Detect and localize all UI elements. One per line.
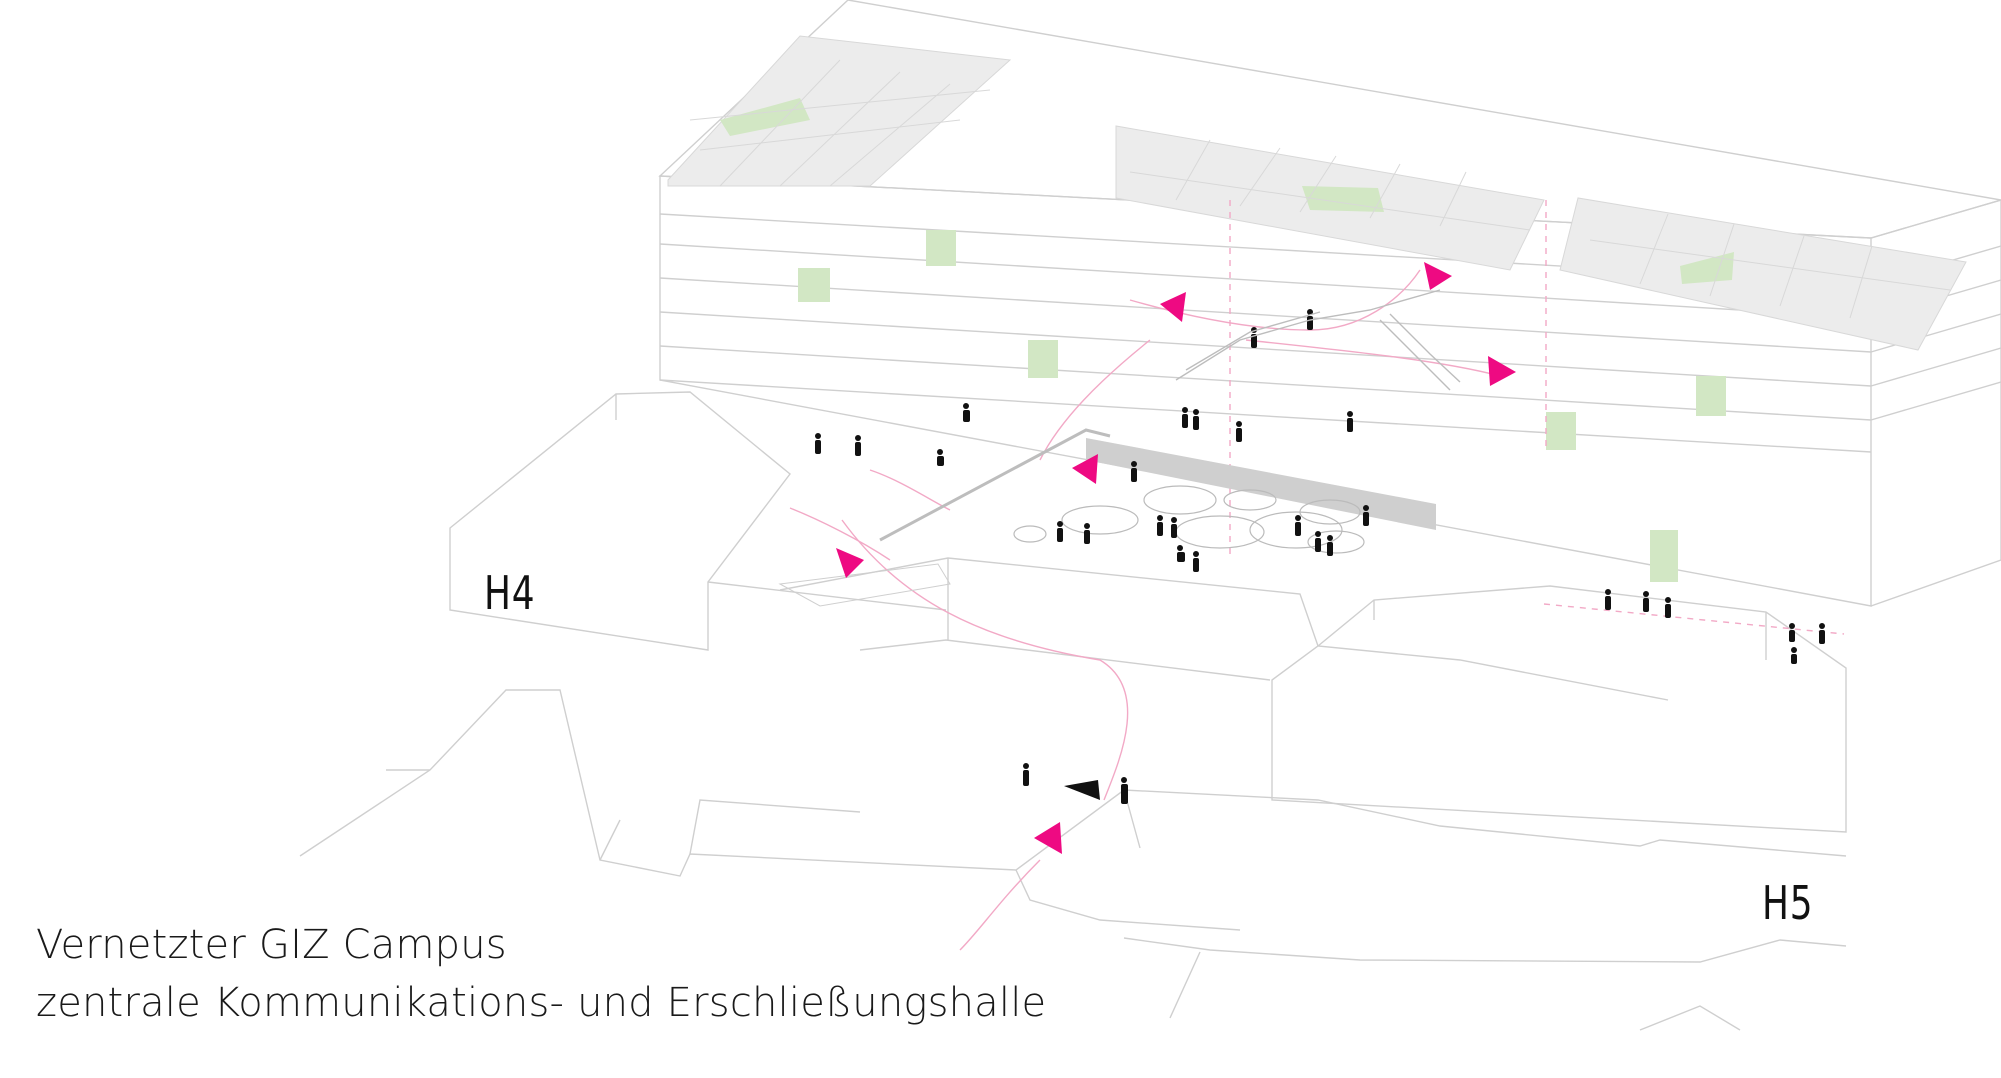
- caption-title: Vernetzter GIZ Campus: [36, 922, 507, 968]
- direction-arrow-icon: [1064, 780, 1100, 800]
- person-icon: [1193, 551, 1199, 572]
- person-icon: [1347, 411, 1353, 432]
- person-icon: [1789, 623, 1795, 642]
- people-figures: [815, 309, 1825, 804]
- person-icon: [1605, 589, 1611, 610]
- person-icon: [963, 403, 970, 422]
- direction-arrows: [836, 262, 1516, 854]
- person-icon: [1177, 545, 1185, 562]
- person-icon: [855, 435, 861, 456]
- direction-arrow-icon: [1072, 454, 1098, 484]
- direction-arrow-icon: [1424, 262, 1452, 290]
- person-icon: [1023, 763, 1029, 786]
- direction-arrow-icon: [1034, 822, 1062, 854]
- caption-subtitle: zentrale Kommunikations- und Erschließun…: [36, 980, 1047, 1026]
- building-label-h5: H5: [1762, 876, 1814, 930]
- person-icon: [815, 433, 821, 454]
- person-icon: [1236, 421, 1242, 442]
- person-icon: [1057, 521, 1063, 542]
- person-icon: [1819, 623, 1825, 644]
- person-icon: [1327, 535, 1333, 556]
- person-icon: [1171, 517, 1177, 538]
- person-icon: [1665, 597, 1671, 618]
- person-icon: [1295, 515, 1301, 536]
- building-label-h4: H4: [484, 566, 536, 620]
- direction-arrow-icon: [836, 548, 864, 578]
- direction-arrow-icon: [1488, 356, 1516, 386]
- person-icon: [1643, 591, 1649, 612]
- person-icon: [1791, 647, 1797, 664]
- roof-panels: [667, 35, 1967, 351]
- person-icon: [1131, 461, 1137, 482]
- person-icon: [1193, 409, 1199, 430]
- person-icon: [1315, 531, 1321, 552]
- person-icon: [1157, 515, 1163, 536]
- green-facade-panels: [798, 230, 1726, 582]
- person-icon: [1084, 523, 1090, 544]
- direction-arrow-icon: [1160, 292, 1186, 322]
- person-icon: [937, 449, 944, 466]
- person-icon: [1363, 505, 1369, 526]
- escalator-connections: [1175, 289, 1461, 391]
- person-icon: [1121, 777, 1128, 804]
- person-icon: [1182, 407, 1188, 428]
- hall-interior: [778, 428, 1436, 607]
